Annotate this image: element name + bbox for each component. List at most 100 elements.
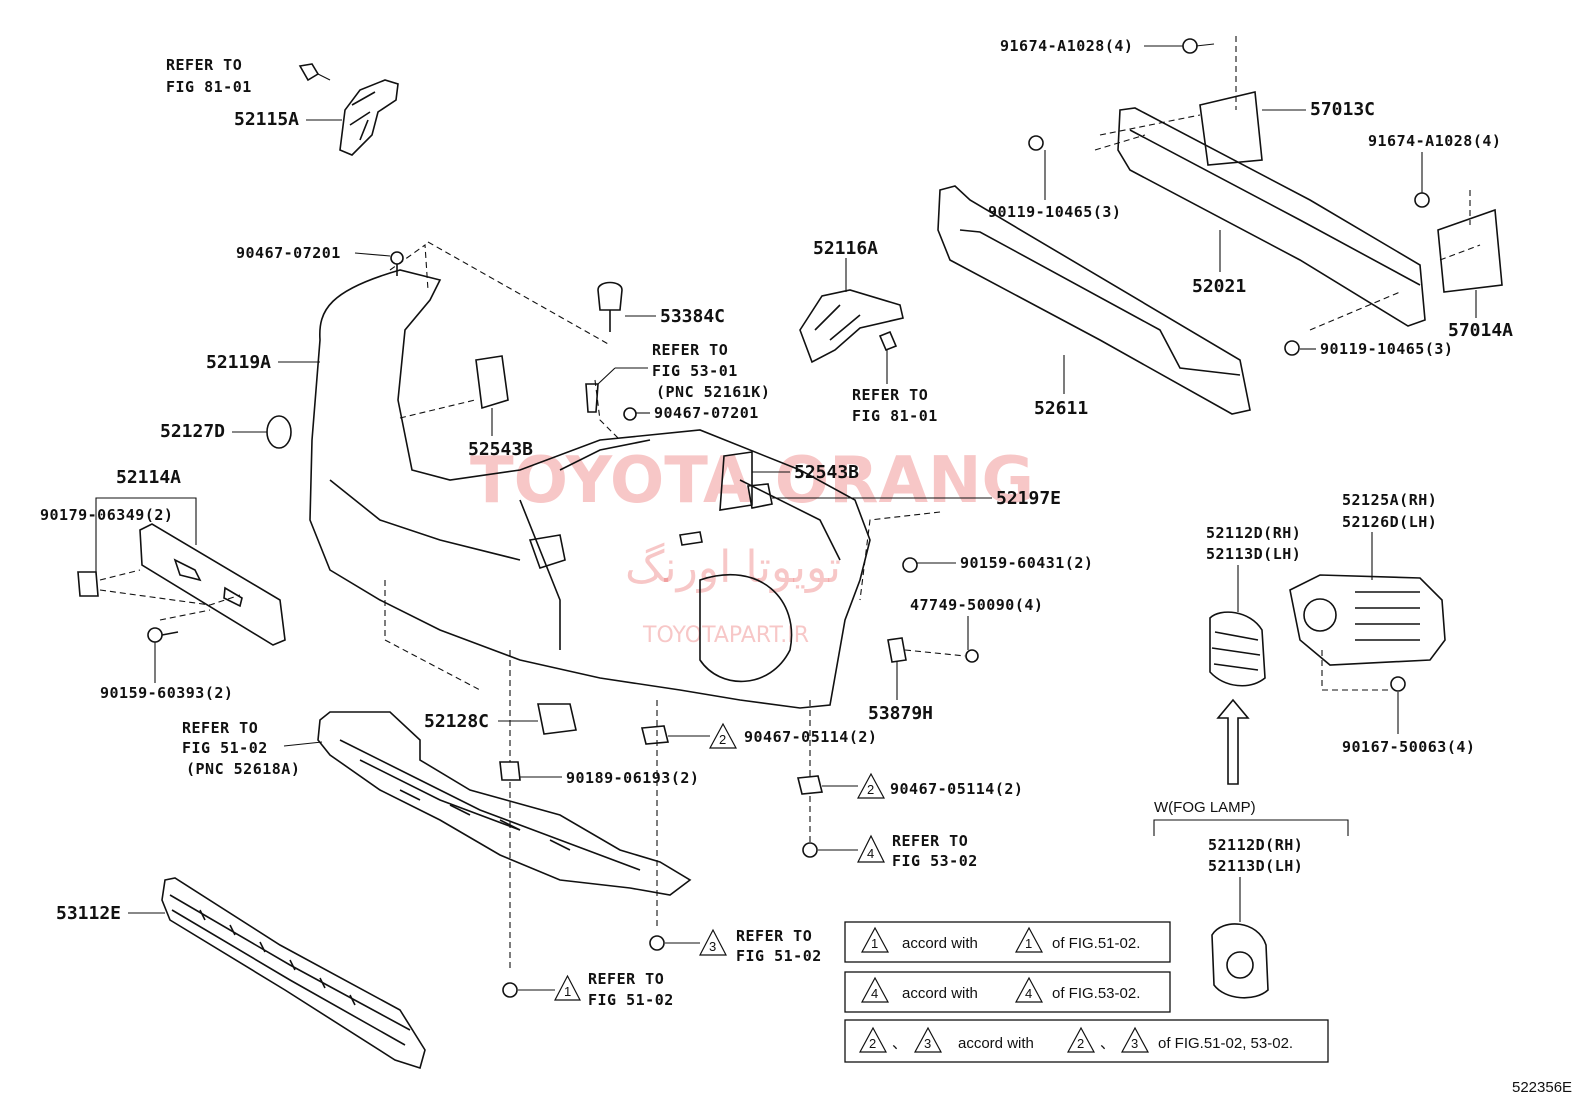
refer-fig-81-01-top-line2: FIG 81-01 <box>166 78 252 96</box>
cap-52128C <box>537 703 577 735</box>
part-57013C: 57013C <box>1310 99 1375 120</box>
note-1-tri-b: 1 <box>1025 936 1032 951</box>
note-3-tail: of FIG.51-02, 53-02. <box>1158 1035 1293 1052</box>
refer-fig-51-02-pnc-line2: FIG 51-02 <box>182 739 268 757</box>
pad-52543B-a <box>475 355 509 410</box>
bolt-91674-b <box>1414 192 1430 208</box>
part-52115A: 52115A <box>234 109 299 130</box>
absorber-52611 <box>937 185 1251 415</box>
fog-lamp-condition: W(FOG LAMP) <box>1154 799 1256 816</box>
bolt-tri-1 <box>502 982 518 998</box>
part-52197E: 52197E <box>996 488 1061 509</box>
refer-fig-51-02-tri3-line2: FIG 51-02 <box>736 947 822 965</box>
part-53384C: 53384C <box>660 306 725 327</box>
part-52127D: 52127D <box>160 421 225 442</box>
part-52114A: 52114A <box>116 467 181 488</box>
bolt-90119-a <box>1028 135 1044 151</box>
figure-id: 522356E <box>1512 1079 1572 1096</box>
part-90179-06349: 90179-06349(2) <box>40 506 173 524</box>
part-52113D-upper: 52113D(LH) <box>1206 545 1301 563</box>
screw-90159-60431 <box>902 557 918 573</box>
clip-53879H <box>887 637 907 663</box>
note-3-sep-a: 、 <box>892 1035 907 1052</box>
part-90467-07201-b: 90467-07201 <box>654 404 759 422</box>
bolt-tri-4 <box>802 842 818 858</box>
note-3-mid: accord with <box>958 1035 1034 1052</box>
note-3-tri-a: 2 <box>869 1036 876 1051</box>
note-2-tri-a: 4 <box>871 986 878 1001</box>
note-2-tri-b: 4 <box>1025 986 1032 1001</box>
part-90467-05114-b: 90467-05114(2) <box>890 780 1023 798</box>
reinforcement-52021 <box>1117 91 1503 327</box>
clip-90467-05114-b <box>796 775 824 795</box>
note-3-tri-d: 3 <box>1131 1036 1138 1051</box>
part-57014A: 57014A <box>1448 320 1513 341</box>
refer-fig-53-01-line2: FIG 53-01 <box>652 362 738 380</box>
refer-fig-81-01-mid-line1: REFER TO <box>852 386 928 404</box>
refer-fig-53-02-line2: FIG 53-02 <box>892 852 978 870</box>
part-90189-06193: 90189-06193(2) <box>566 769 699 787</box>
part-52125A: 52125A(RH) <box>1342 491 1437 509</box>
fog-lamp-housing-52125A <box>1289 574 1446 666</box>
up-arrow <box>1216 698 1250 785</box>
part-90159-60431: 90159-60431(2) <box>960 554 1093 572</box>
clip-90189 <box>499 761 521 781</box>
part-52128C: 52128C <box>424 711 489 732</box>
part-52543B-a: 52543B <box>468 439 533 460</box>
note-1-tri-a: 1 <box>871 936 878 951</box>
lower-cover <box>317 711 692 896</box>
refer-fig-53-01-line1: REFER TO <box>652 341 728 359</box>
screw-90467-07201-a <box>390 251 404 265</box>
part-52112D-upper: 52112D(RH) <box>1206 524 1301 542</box>
clip-90467-05114-a <box>640 725 670 745</box>
part-52021: 52021 <box>1192 276 1246 297</box>
bolt-90167 <box>1390 676 1406 692</box>
fog-cover-52112D-lower <box>1211 923 1269 999</box>
refer-fig-81-01-top-line1: REFER TO <box>166 56 242 74</box>
note-3-tri-b: 3 <box>924 1036 931 1051</box>
part-47749-50090: 47749-50090(4) <box>910 596 1043 614</box>
note-box-2: 4 accord with 4 of FIG.53-02. <box>844 971 1171 1013</box>
triangle-2a-number: 2 <box>719 732 726 747</box>
watermark-site: TOYOTAPART.IR <box>642 623 809 648</box>
part-52126D: 52126D(LH) <box>1342 513 1437 531</box>
part-52543B-b: 52543B <box>794 462 859 483</box>
clip-53-01 <box>585 383 599 413</box>
screw-90467-07201-b <box>623 407 637 421</box>
part-52611: 52611 <box>1034 398 1088 419</box>
part-90119-10465-a: 90119-10465(3) <box>988 203 1121 221</box>
bolt-91674-a <box>1182 38 1198 54</box>
bumper-cover-52119A <box>309 269 871 709</box>
watermark-arabic: تویوتا اورنگ <box>625 542 841 593</box>
grille-53112E <box>161 877 426 1070</box>
note-box-1: 1 accord with 1 of FIG.51-02. <box>844 921 1171 963</box>
license-bracket-52114A <box>77 523 286 646</box>
refer-fig-51-02-tri1-line2: FIG 51-02 <box>588 991 674 1009</box>
part-52113D-lower: 52113D(LH) <box>1208 857 1303 875</box>
refer-fig-81-01-mid-line2: FIG 81-01 <box>852 407 938 425</box>
clip-52197E <box>747 483 773 509</box>
part-52119A: 52119A <box>206 352 271 373</box>
refer-fig-53-02-line1: REFER TO <box>892 832 968 850</box>
fog-cover-52112D-upper <box>1209 611 1266 687</box>
part-90467-05114-a: 90467-05114(2) <box>744 728 877 746</box>
part-53879H: 53879H <box>868 703 933 724</box>
bumper-guides <box>384 241 621 691</box>
part-52112D-lower: 52112D(RH) <box>1208 836 1303 854</box>
note-1-mid: accord with <box>902 935 978 952</box>
clip-53384C <box>597 281 623 311</box>
note-2-tail: of FIG.53-02. <box>1052 985 1140 1002</box>
refer-fig-51-02-tri1-line1: REFER TO <box>588 970 664 988</box>
part-91674-A1028-a: 91674-A1028(4) <box>1000 37 1133 55</box>
cap-52127D <box>266 415 292 449</box>
refer-fig-51-02-pnc-line1: REFER TO <box>182 719 258 737</box>
bolt-tri-3 <box>649 935 665 951</box>
refer-fig-53-01-line3: (PNC 52161K) <box>656 383 770 401</box>
refer-fig-51-02-tri3-line1: REFER TO <box>736 927 812 945</box>
triangle-3-number: 3 <box>709 939 716 954</box>
triangle-2b-number: 2 <box>867 782 874 797</box>
triangle-4-number: 4 <box>867 846 874 861</box>
part-90159-60393: 90159-60393(2) <box>100 684 233 702</box>
note-2-mid: accord with <box>902 985 978 1002</box>
